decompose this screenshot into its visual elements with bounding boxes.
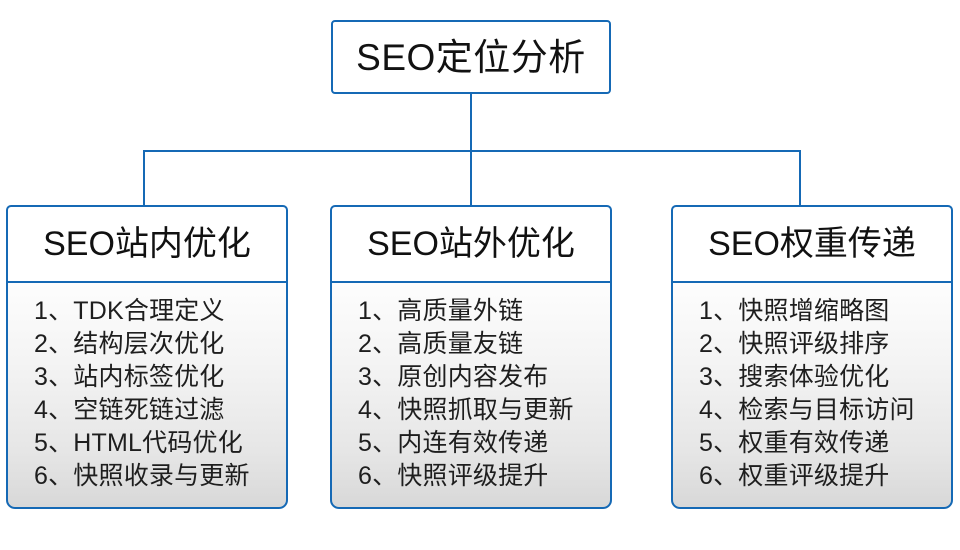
list-item: 2、高质量友链 xyxy=(358,330,524,358)
branch-column-3: SEO权重传递 1、快照增缩略图 2、快照评级排序 3、搜索体验优化 4、检索与… xyxy=(671,205,953,509)
list-item: 4、检索与目标访问 xyxy=(699,396,915,424)
list-item: 1、高质量外链 xyxy=(358,297,524,325)
list-item: 4、快照抓取与更新 xyxy=(358,396,574,424)
branch-header-label-2: SEO站外优化 xyxy=(367,225,575,263)
list-item: 6、快照收录与更新 xyxy=(34,462,250,490)
branch-list-2: 1、高质量外链 2、高质量友链 3、原创内容发布 4、快照抓取与更新 5、内连有… xyxy=(332,295,610,493)
branch-body-3: 1、快照增缩略图 2、快照评级排序 3、搜索体验优化 4、检索与目标访问 5、权… xyxy=(671,281,953,509)
list-item: 5、HTML代码优化 xyxy=(34,429,243,457)
list-item: 2、结构层次优化 xyxy=(34,330,225,358)
list-item: 2、快照评级排序 xyxy=(699,330,890,358)
branch-body-2: 1、高质量外链 2、高质量友链 3、原创内容发布 4、快照抓取与更新 5、内连有… xyxy=(330,281,612,509)
list-item: 1、快照增缩略图 xyxy=(699,297,890,325)
branch-header-2: SEO站外优化 xyxy=(330,205,612,283)
branch-list-3: 1、快照增缩略图 2、快照评级排序 3、搜索体验优化 4、检索与目标访问 5、权… xyxy=(673,295,951,493)
list-item: 5、权重有效传递 xyxy=(699,429,890,457)
list-item: 3、原创内容发布 xyxy=(358,363,549,391)
list-item: 4、空链死链过滤 xyxy=(34,396,225,424)
branch-header-3: SEO权重传递 xyxy=(671,205,953,283)
branch-body-1: 1、TDK合理定义 2、结构层次优化 3、站内标签优化 4、空链死链过滤 5、H… xyxy=(6,281,288,509)
root-node: SEO定位分析 xyxy=(331,20,611,94)
list-item: 3、站内标签优化 xyxy=(34,363,225,391)
branch-header-label-3: SEO权重传递 xyxy=(708,225,916,263)
branch-header-label-1: SEO站内优化 xyxy=(43,225,251,263)
branch-list-1: 1、TDK合理定义 2、结构层次优化 3、站内标签优化 4、空链死链过滤 5、H… xyxy=(8,295,286,493)
branch-column-1: SEO站内优化 1、TDK合理定义 2、结构层次优化 3、站内标签优化 4、空链… xyxy=(6,205,288,509)
list-item: 3、搜索体验优化 xyxy=(699,363,890,391)
root-node-label: SEO定位分析 xyxy=(356,36,586,78)
list-item: 5、内连有效传递 xyxy=(358,429,549,457)
branch-column-2: SEO站外优化 1、高质量外链 2、高质量友链 3、原创内容发布 4、快照抓取与… xyxy=(330,205,612,509)
list-item: 1、TDK合理定义 xyxy=(34,297,225,325)
list-item: 6、快照评级提升 xyxy=(358,462,549,490)
list-item: 6、权重评级提升 xyxy=(699,462,890,490)
branch-header-1: SEO站内优化 xyxy=(6,205,288,283)
